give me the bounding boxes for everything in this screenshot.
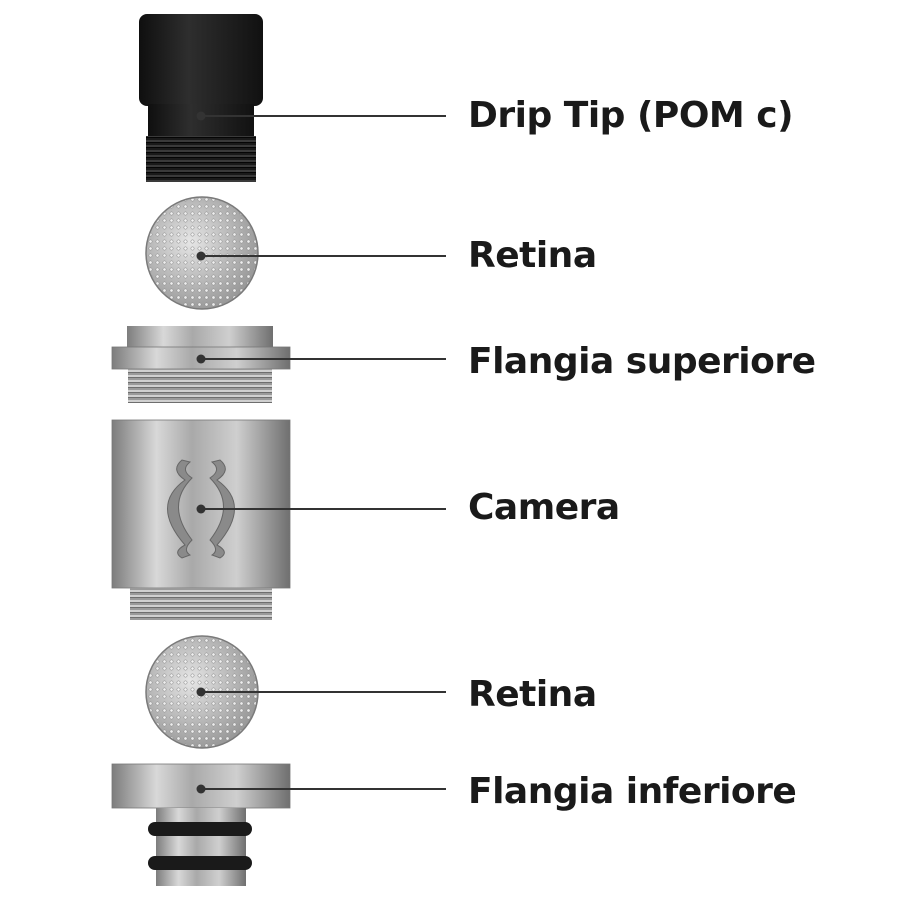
retina-top-part: [145, 196, 259, 310]
label-flangia-superiore: Flangia superiore: [468, 341, 816, 382]
drip-tip-part: [139, 14, 263, 182]
label-flangia-inferiore: Flangia inferiore: [468, 771, 797, 812]
flangia-superiore-part: [111, 326, 291, 403]
label-retina-bottom: Retina: [468, 674, 597, 715]
flangia-inferiore-part: [111, 763, 291, 886]
label-drip-tip: Drip Tip (POM c): [468, 95, 794, 136]
camera-part: [111, 419, 291, 620]
label-camera: Camera: [468, 487, 620, 528]
leader-lines: [196, 111, 446, 794]
label-retina-top: Retina: [468, 235, 597, 276]
